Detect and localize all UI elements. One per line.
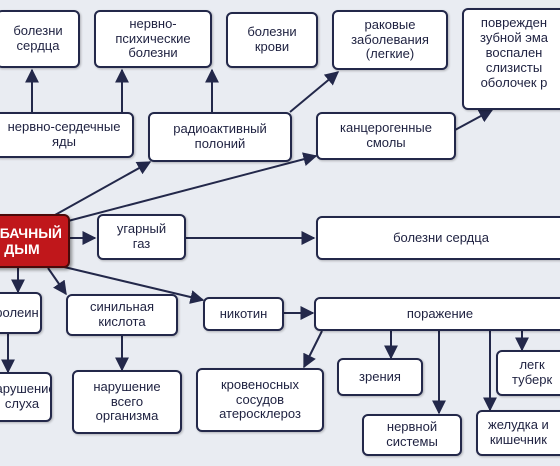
node-heart-disease-right: болезни сердца [316,216,560,260]
node-nervous-mental: нервно- психические болезни [94,10,212,68]
node-nicotine: никотин [203,297,284,331]
node-nervous-system: нервной системы [362,414,462,456]
edge-root-to-tars [67,152,318,222]
node-vision: зрения [337,358,423,396]
edge-root-to-nicotine [59,265,205,304]
node-acrolein: ролеин [0,292,42,334]
node-polonium: радиоактивный полоний [148,112,292,162]
node-blood-disease: болезни крови [226,12,318,68]
edge-damage-to-vessels [303,330,323,369]
node-vessels: кровеносных сосудов атеросклероз [196,368,324,432]
node-stomach: желудка и кишечник [476,410,560,456]
node-cyanide: синильная кислота [66,294,178,336]
node-heart-disease-top: болезни сердца [0,10,80,68]
node-nerve-heart-poisons: нервно-сердечные яды [0,112,134,158]
node-lung-cancer: раковые заболевания (легкие) [332,10,448,70]
node-organism: нарушение всего организма [72,370,182,434]
node-tars: канцерогенные смолы [316,112,456,160]
node-teeth-damage: поврежден зубной эма воспален слизисты о… [462,8,560,110]
node-root-tobacco-smoke: ТАБАЧНЫЙ ДЫМ [0,214,70,268]
node-carbon-monoxide: угарный газ [97,214,186,260]
edge-polonium-to-cancer [289,71,340,113]
node-lungs-tb: легк туберк [496,350,560,396]
node-hearing: нарушение слуха [0,372,52,422]
edge-tars-to-teeth [454,109,494,131]
node-damage: поражение [314,297,560,331]
edge-root-to-cyanide [47,267,67,296]
edge-root-to-polonium [54,161,152,216]
